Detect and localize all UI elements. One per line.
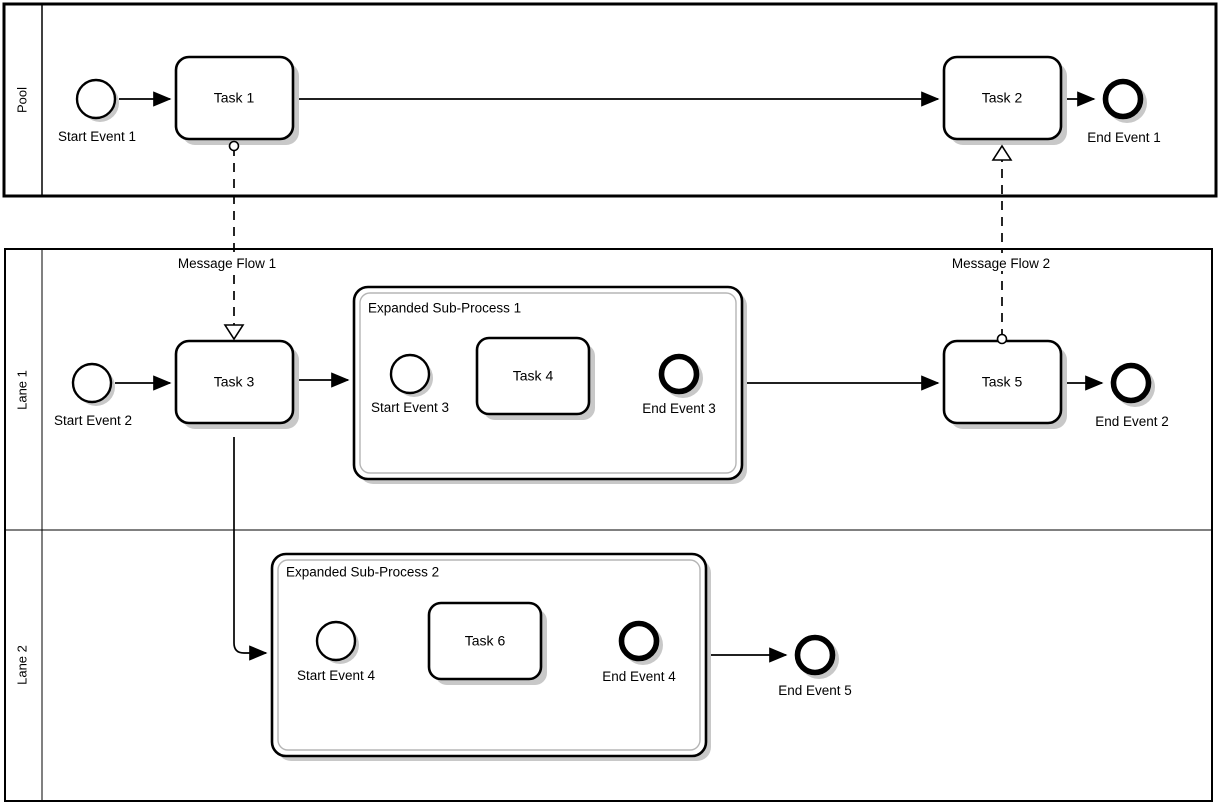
start-event-3-label: Start Event 3 [371, 400, 449, 415]
subprocess-1-inner-boundary [359, 292, 737, 474]
event-start-event-1[interactable]: Start Event 1 [58, 78, 136, 144]
event-end-event-4[interactable]: End Event 4 [602, 620, 676, 685]
end-event-4-label: End Event 4 [602, 669, 676, 684]
end-event-4-circle [618, 620, 660, 662]
start-event-4-label: Start Event 4 [297, 668, 376, 683]
pool-label: Pool [14, 87, 29, 113]
end-event-1-circle [1102, 78, 1144, 120]
task-4-label: Task 4 [513, 368, 554, 384]
start-event-1-label: Start Event 1 [58, 129, 136, 144]
event-end-event-2[interactable]: End Event 2 [1095, 362, 1169, 430]
task-2-label: Task 2 [982, 90, 1023, 106]
message-flow-2-label: Message Flow 2 [952, 256, 1050, 271]
task-task-6[interactable]: Task 6 [427, 601, 547, 685]
event-start-event-3[interactable]: Start Event 3 [371, 353, 449, 415]
subprocess-1-label: Expanded Sub-Process 1 [368, 301, 521, 316]
message-flow-1-label: Message Flow 1 [178, 256, 276, 271]
task-1-rect [174, 55, 295, 141]
sequence-flow-task3-sub2 [233, 437, 268, 661]
end-event-5-label: End Event 5 [778, 683, 852, 698]
task-task-5[interactable]: Task 5 [942, 339, 1067, 429]
start-event-3-circle [389, 353, 431, 395]
end-event-3-label: End Event 3 [642, 401, 716, 416]
task-task-1[interactable]: Task 1 [174, 55, 299, 145]
message-flow-1-source-dot-icon [228, 140, 240, 152]
event-end-event-3[interactable]: End Event 3 [642, 353, 716, 417]
message-flow-1-target-arrow-icon [223, 324, 245, 341]
message-flow-2-label-backdrop [942, 253, 1062, 271]
event-end-event-5[interactable]: End Event 5 [778, 634, 852, 699]
start-event-2-label: Start Event 2 [54, 413, 132, 428]
task-6-rect [427, 601, 543, 681]
start-event-1-circle [75, 78, 117, 120]
event-end-event-1[interactable]: End Event 1 [1087, 78, 1161, 146]
task-task-2[interactable]: Task 2 [942, 55, 1067, 145]
lane1-label: Lane 1 [14, 370, 29, 410]
task-3-rect [174, 339, 295, 425]
task-task-3[interactable]: Task 3 [174, 339, 299, 429]
task-1-label: Task 1 [214, 90, 255, 106]
task-task-4[interactable]: Task 4 [475, 336, 595, 420]
message-flow-2-source-dot-icon [996, 333, 1008, 345]
task-5-label: Task 5 [982, 374, 1023, 390]
task-6-label: Task 6 [465, 633, 506, 649]
message-flow-1-label-backdrop [168, 253, 286, 271]
start-event-2-circle [71, 362, 113, 404]
task-2-rect [942, 55, 1063, 141]
end-event-2-label: End Event 2 [1095, 414, 1169, 429]
end-event-3-circle [658, 353, 700, 395]
end-event-5-circle [794, 634, 836, 676]
subprocess-2-label: Expanded Sub-Process 2 [286, 565, 439, 580]
subprocess-2-inner-boundary [277, 559, 701, 751]
message-flow-1[interactable]: Message Flow 1 [168, 140, 286, 341]
message-flow-2-target-arrow-icon [991, 144, 1013, 161]
event-start-event-2[interactable]: Start Event 2 [54, 362, 132, 428]
event-start-event-4[interactable]: Start Event 4 [297, 620, 376, 683]
task-4-rect [475, 336, 591, 416]
lane2-label: Lane 2 [14, 645, 29, 685]
message-flow-2[interactable]: Message Flow 2 [942, 144, 1062, 345]
end-event-1-label: End Event 1 [1087, 130, 1161, 145]
end-event-2-circle [1110, 362, 1152, 404]
start-event-4-circle [315, 620, 357, 662]
task-3-label: Task 3 [214, 374, 255, 390]
